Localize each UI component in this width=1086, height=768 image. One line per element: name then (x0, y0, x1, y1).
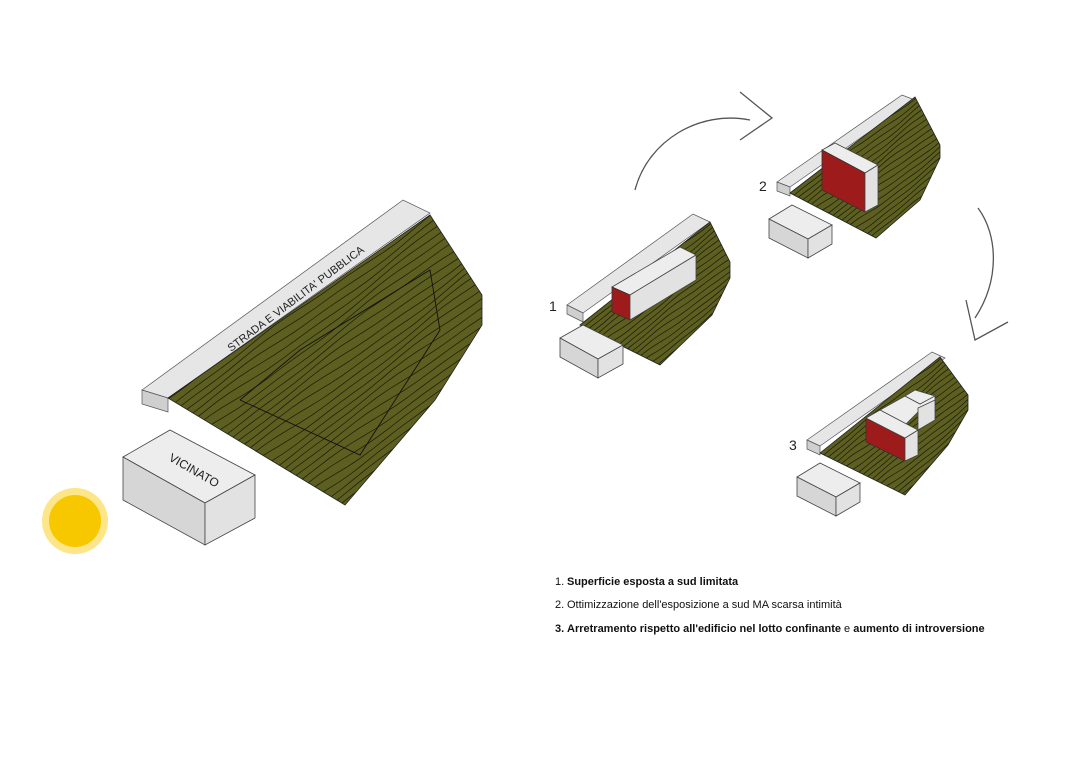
sun-icon (42, 488, 108, 554)
main-road (141, 199, 431, 413)
main-contour-line (168, 215, 445, 419)
legend-text: Arretramento rispetto all'edificio nel l… (567, 622, 845, 635)
step-1-building (611, 246, 697, 321)
step-1-contour-line (611, 277, 730, 365)
main-contour-line (176, 243, 468, 450)
legend-item-3: 3. Arretramento rispetto all'edificio ne… (555, 617, 1055, 641)
legend: 1. Superficie esposta a sud limitata 2. … (555, 570, 1055, 641)
arrow-step1-to-step2-icon (634, 91, 774, 191)
main-contour-line (180, 249, 472, 455)
step-1-neighbor (559, 324, 624, 379)
main-terrain (167, 214, 483, 506)
step-1-number: 1 (549, 298, 557, 314)
main-contour-line (323, 461, 482, 505)
main-contour-line (169, 227, 460, 439)
step-1-contour-line (608, 272, 730, 365)
legend-item-1: 1. Superficie esposta a sud limitata (555, 570, 1055, 594)
main-contour-line (184, 252, 475, 463)
step-2-contour-line (790, 97, 929, 204)
step-2-contour-line (823, 157, 940, 238)
legend-number: 1. (555, 575, 565, 588)
step-2-contour-line (790, 97, 931, 209)
legend-text: aumento di introversione (853, 622, 985, 635)
main-contour-line (246, 346, 482, 505)
main-contour-line (168, 215, 452, 429)
step-2-model: 2 (759, 94, 941, 259)
step-3-building (865, 389, 937, 462)
legend-number: 2. (555, 599, 565, 612)
step-2-neighbor (768, 204, 833, 259)
legend-text: Superficie esposta a sud limitata (567, 575, 739, 588)
main-contour-line (168, 215, 448, 425)
step-1-model: 1 (549, 213, 731, 379)
main-contour-line (168, 221, 456, 434)
main-contour-line (188, 256, 479, 471)
step-3-model: 3 (789, 351, 969, 517)
step-3-number: 3 (789, 437, 797, 453)
step-3-contour-line (820, 357, 954, 464)
arrow-step2-to-step3-icon (965, 207, 1009, 341)
legend-item-2: 2. Ottimizzazione dell'esposizione a sud… (555, 594, 1055, 618)
step-1-contour-line (589, 245, 730, 359)
step-2-contour-line (826, 162, 940, 238)
step-3-neighbor (796, 462, 861, 517)
legend-number: 3. (555, 622, 565, 635)
step-2-contour-line (821, 152, 940, 238)
main-contour-line (192, 261, 482, 478)
legend-text: Ottimizzazione dell'esposizione a sud MA… (567, 599, 842, 612)
legend-text: e (844, 622, 854, 635)
main-site-model: STRADA E VIABILITA' PUBBLICA VICINATO (122, 199, 483, 546)
step-2-building (821, 142, 879, 213)
step-2-number: 2 (759, 178, 767, 194)
neighbor-building: VICINATO (122, 429, 256, 546)
step-3-contour-line (853, 417, 968, 495)
main-contour-line (242, 339, 482, 505)
main-contour-line (172, 235, 464, 445)
